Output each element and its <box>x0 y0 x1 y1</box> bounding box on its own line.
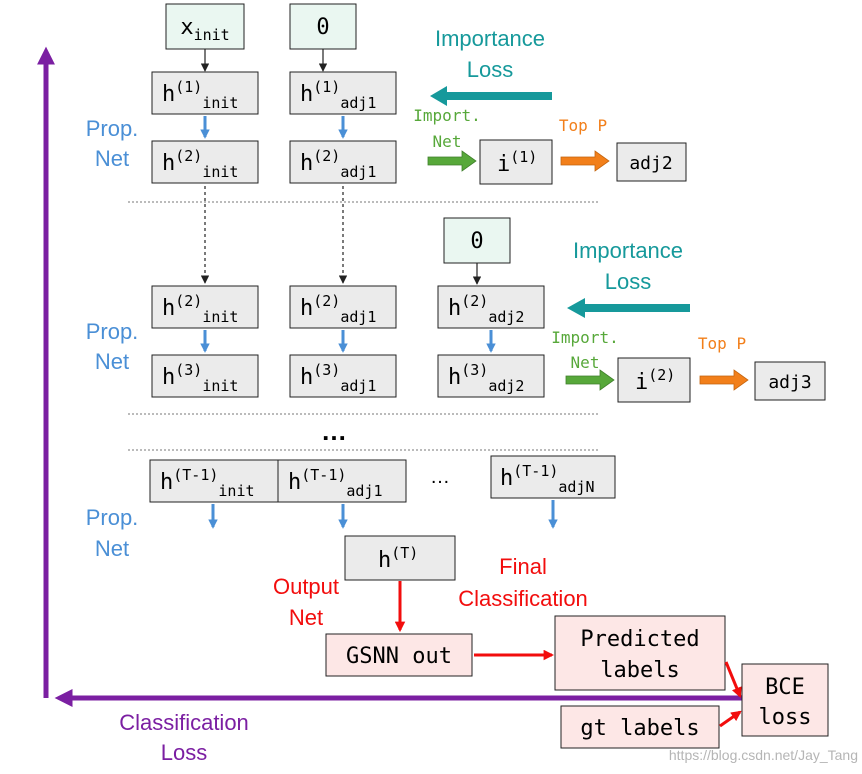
gt-labels-box <box>560 705 720 749</box>
h2-init-box-b2 <box>151 285 259 329</box>
i2-box <box>617 357 691 403</box>
i2-label: i(2) <box>635 366 675 395</box>
prop-net-label-2-line1: Prop. <box>86 319 139 344</box>
h2-adj2-label: h(2)adj2 <box>448 292 524 326</box>
import-net-label-1-line2: Net <box>433 132 462 151</box>
h2-init-box <box>151 140 259 184</box>
h2-adj1-label: h(2)adj1 <box>300 147 376 181</box>
predicted-labels-line1: Predicted <box>580 627 699 652</box>
importance-loss-arrow-2 <box>567 298 690 318</box>
x-init-label: xinit <box>180 15 229 44</box>
hT-label: h(T) <box>378 544 418 573</box>
ellipsis-center: … <box>321 416 347 446</box>
gt-labels-label: gt labels <box>580 716 699 741</box>
h2-init-label: h(2)init <box>162 147 238 181</box>
prop-net-label-1-line1: Prop. <box>86 116 139 141</box>
hT1-adj1-box <box>277 459 407 503</box>
i1-label: i(1) <box>497 148 537 177</box>
i1-box <box>479 139 553 185</box>
h1-adj1-label: h(1)adj1 <box>300 78 376 112</box>
bce-loss-line1: BCE <box>765 675 805 700</box>
import-net-arrow-2 <box>565 369 615 391</box>
hT1-adj1-label: h(T-1)adj1 <box>288 466 383 500</box>
h2-adj2-box <box>437 285 545 329</box>
h3-adj1-box <box>289 354 397 398</box>
gsnn-out-label: GSNN out <box>346 644 452 669</box>
predicted-labels-box <box>554 615 726 691</box>
prop-net-label-3-line2: Net <box>95 536 129 561</box>
importance-loss-arrow-1 <box>430 86 552 106</box>
ellipsis-row: … <box>430 466 450 488</box>
hT-box <box>344 535 456 581</box>
gsnn-out-box <box>325 633 473 677</box>
top-p-arrow-2 <box>699 369 749 391</box>
final-classification-label-line2: Classification <box>458 586 588 611</box>
predicted-to-bce-arrow <box>724 661 742 698</box>
import-net-label-2-line2: Net <box>571 353 600 372</box>
importance-loss-label-1-line1: Importance <box>435 26 545 51</box>
zero-input-label-top: 0 <box>316 15 329 40</box>
h3-adj1-label: h(3)adj1 <box>300 361 376 395</box>
importance-loss-label-2-line2: Loss <box>605 269 651 294</box>
adj2-box <box>616 142 687 182</box>
importance-loss-label-1-line2: Loss <box>467 57 513 82</box>
h2-adj1-box-b2 <box>289 285 397 329</box>
classification-loss-label-line1: Classification <box>119 710 249 735</box>
importance-loss-label-2-line1: Importance <box>573 238 683 263</box>
top-p-arrow-1 <box>560 150 610 172</box>
hT1-init-label: h(T-1)init <box>160 466 255 500</box>
h3-adj2-label: h(3)adj2 <box>448 361 524 395</box>
x-init-box <box>165 3 245 50</box>
h3-init-box <box>151 354 259 398</box>
prop-net-label-2-line2: Net <box>95 349 129 374</box>
zero-input-label-mid: 0 <box>470 229 483 254</box>
h3-adj2-box <box>437 354 545 398</box>
predicted-labels-line2: labels <box>600 658 679 683</box>
prop-net-label-1-line2: Net <box>95 146 129 171</box>
watermark: https://blog.csdn.net/Jay_Tang <box>669 747 858 763</box>
import-net-label-2-line1: Import. <box>551 328 618 347</box>
import-net-arrow-1 <box>427 150 477 172</box>
bce-loss-line2: loss <box>759 705 812 730</box>
prop-net-label-3-line1: Prop. <box>86 505 139 530</box>
adj3-box <box>754 361 826 401</box>
hT1-adjN-box <box>490 455 616 499</box>
zero-input-box-mid <box>443 217 511 264</box>
h2-adj1-label-b2: h(2)adj1 <box>300 292 376 326</box>
import-net-label-1-line1: Import. <box>413 106 480 125</box>
top-p-label-1: Top P <box>559 116 607 135</box>
h1-init-box <box>151 71 259 115</box>
classification-loss-label-line2: Loss <box>161 740 207 765</box>
gt-to-bce-arrow <box>719 710 742 728</box>
h1-adj1-box <box>289 71 397 115</box>
top-p-label-2: Top P <box>698 334 746 353</box>
output-net-label-line1: Output <box>273 574 339 599</box>
adj2-label: adj2 <box>629 153 672 174</box>
final-classification-label-line1: Final <box>499 554 547 579</box>
h2-adj1-box <box>289 140 397 184</box>
adj3-label: adj3 <box>768 372 811 393</box>
bce-loss-box <box>741 663 829 737</box>
h2-init-label-b2: h(2)init <box>162 292 238 326</box>
h1-init-label: h(1)init <box>162 78 238 112</box>
h3-init-label: h(3)init <box>162 361 238 395</box>
output-net-label-line2: Net <box>289 605 323 630</box>
hT1-adjN-label: h(T-1)adjN <box>500 462 595 496</box>
